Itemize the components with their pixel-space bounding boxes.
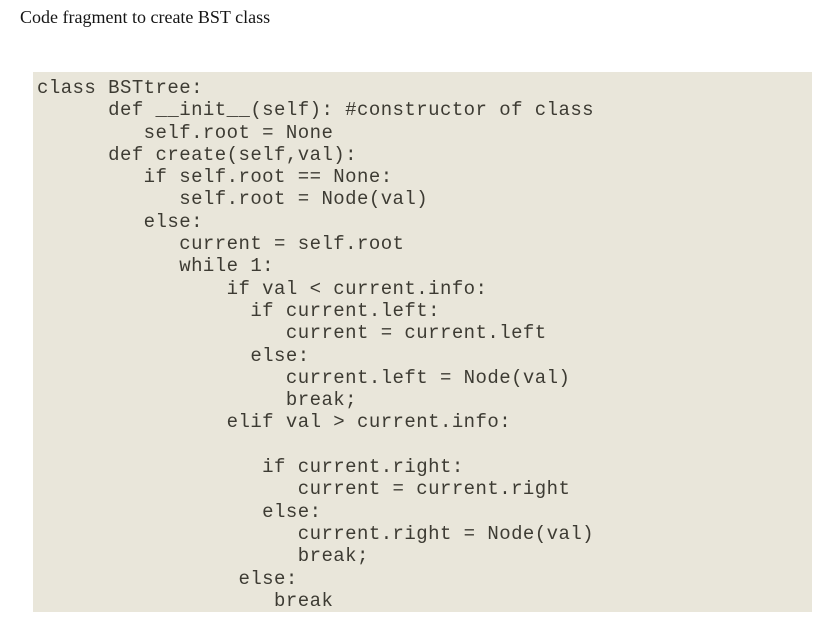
code-block-text: class BSTtree: def __init__(self): #cons… [37,77,595,612]
page-title: Code fragment to create BST class [20,7,271,27]
code-panel: class BSTtree: def __init__(self): #cons… [33,72,812,612]
